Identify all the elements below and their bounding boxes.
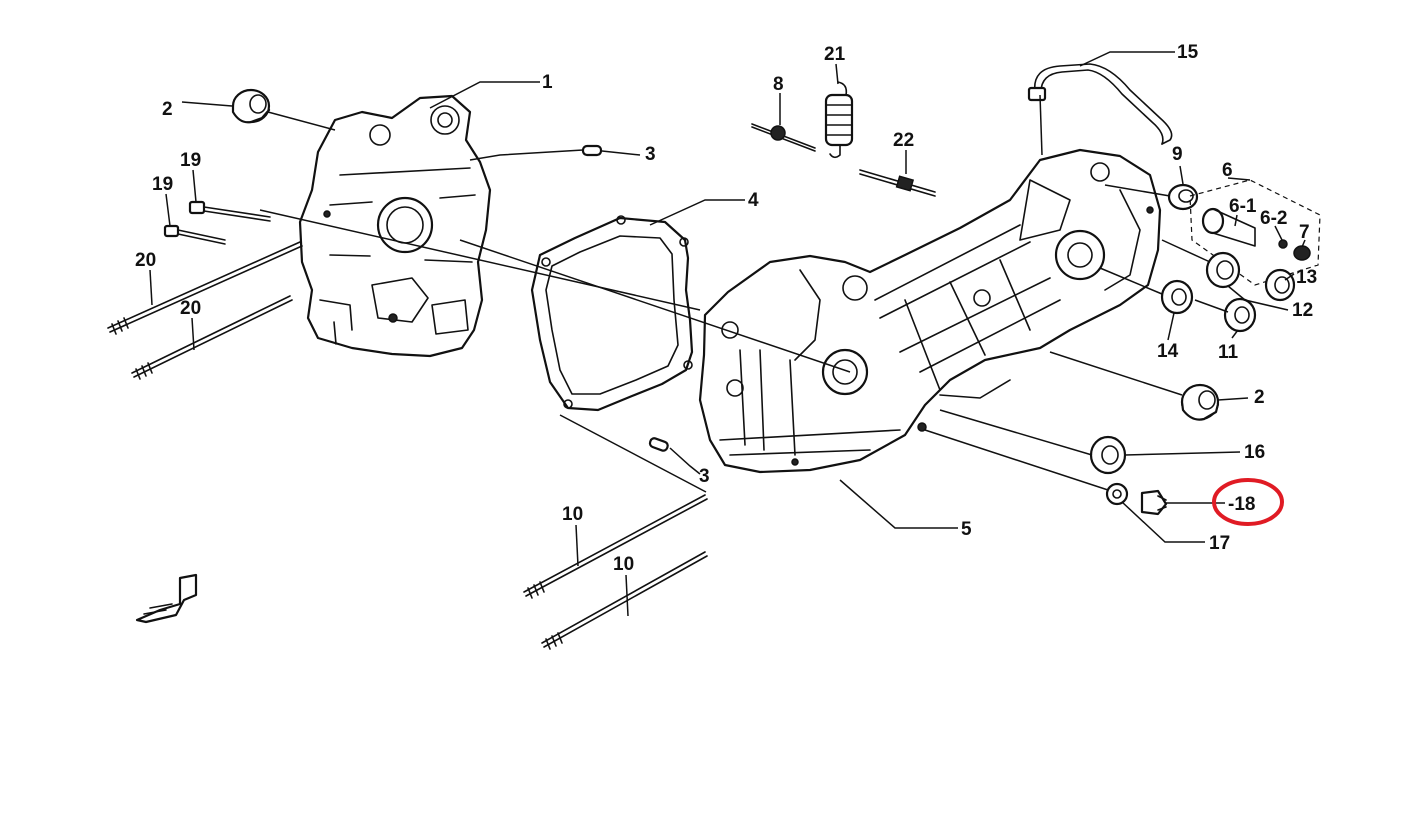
bolt-part-19-a [188,200,271,222]
stud-part-20-b [131,295,293,380]
callout-5: 5 [961,519,972,540]
callout-19-a: 19 [180,150,201,171]
callout-17: 17 [1209,533,1230,554]
callout-4: 4 [748,190,759,211]
callout-15: 15 [1177,42,1199,63]
callout-20-a: 20 [135,250,156,271]
callout-6-2: 6-2 [1260,208,1287,229]
bushing-part-2-lower [1180,383,1220,421]
bolt-part-19-b [163,224,226,245]
right-crankcase-half [698,148,1162,474]
callout-3-lower: 3 [699,466,710,487]
front-direction-arrow-icon [135,573,198,624]
callout-16: 16 [1244,442,1265,463]
callout-6: 6 [1222,160,1233,181]
bearing-part-13 [1264,268,1296,302]
callout-10-a: 10 [562,504,583,525]
bolt-part-22 [859,169,936,197]
stud-part-10-b [541,551,708,650]
spring-part-21 [824,81,854,159]
callout-3-upper: 3 [645,144,656,165]
leader-lines [149,51,1306,617]
callout-21: 21 [824,44,846,65]
washer-part-17 [1105,482,1129,506]
callout-13: 13 [1296,267,1317,288]
callout-19-b: 19 [152,174,173,195]
bearing-part-12 [1205,251,1241,289]
callout-labels: 1 2 2 3 3 4 5 6 6-1 6-2 7 8 9 10 10 11 1… [135,42,1317,575]
left-crankcase-half [298,94,492,358]
callout-18: -18 [1228,494,1255,515]
bearing-part-14 [1160,279,1194,315]
callout-12: 12 [1292,300,1313,321]
callout-2-lower: 2 [1254,387,1265,408]
callout-6-1: 6-1 [1229,196,1257,217]
drain-bolt-part-18 [1140,489,1168,516]
callout-10-b: 10 [613,554,634,575]
dowel-pin-part-3-upper [581,144,603,157]
bushing-part-9 [1167,183,1199,211]
highlight-circle-part-18 [1212,478,1284,526]
bolt-part-8 [751,123,816,152]
bearing-part-11 [1223,297,1257,333]
callout-14: 14 [1157,341,1179,362]
callout-8: 8 [773,74,784,95]
gasket-part-4 [530,215,694,412]
callout-2-upper: 2 [162,99,173,120]
stud-part-20-a [107,241,303,335]
callout-9: 9 [1172,144,1183,165]
bushing-part-2-upper [231,88,271,124]
callout-20-b: 20 [180,298,201,319]
callout-7: 7 [1299,222,1310,243]
callout-1: 1 [542,72,553,93]
shaft-part-6-1 [1201,207,1256,247]
nut-part-7 [1293,245,1311,261]
stud-part-10-a [523,494,708,599]
breather-tube-part-15 [1027,63,1173,145]
ring-part-6-2 [1278,239,1288,249]
assembly-box-part-6 [1189,179,1321,286]
callout-11: 11 [1218,342,1239,363]
callout-22: 22 [893,130,914,151]
oil-seal-part-16 [1089,435,1127,475]
dowel-pin-part-3-lower [648,437,669,452]
